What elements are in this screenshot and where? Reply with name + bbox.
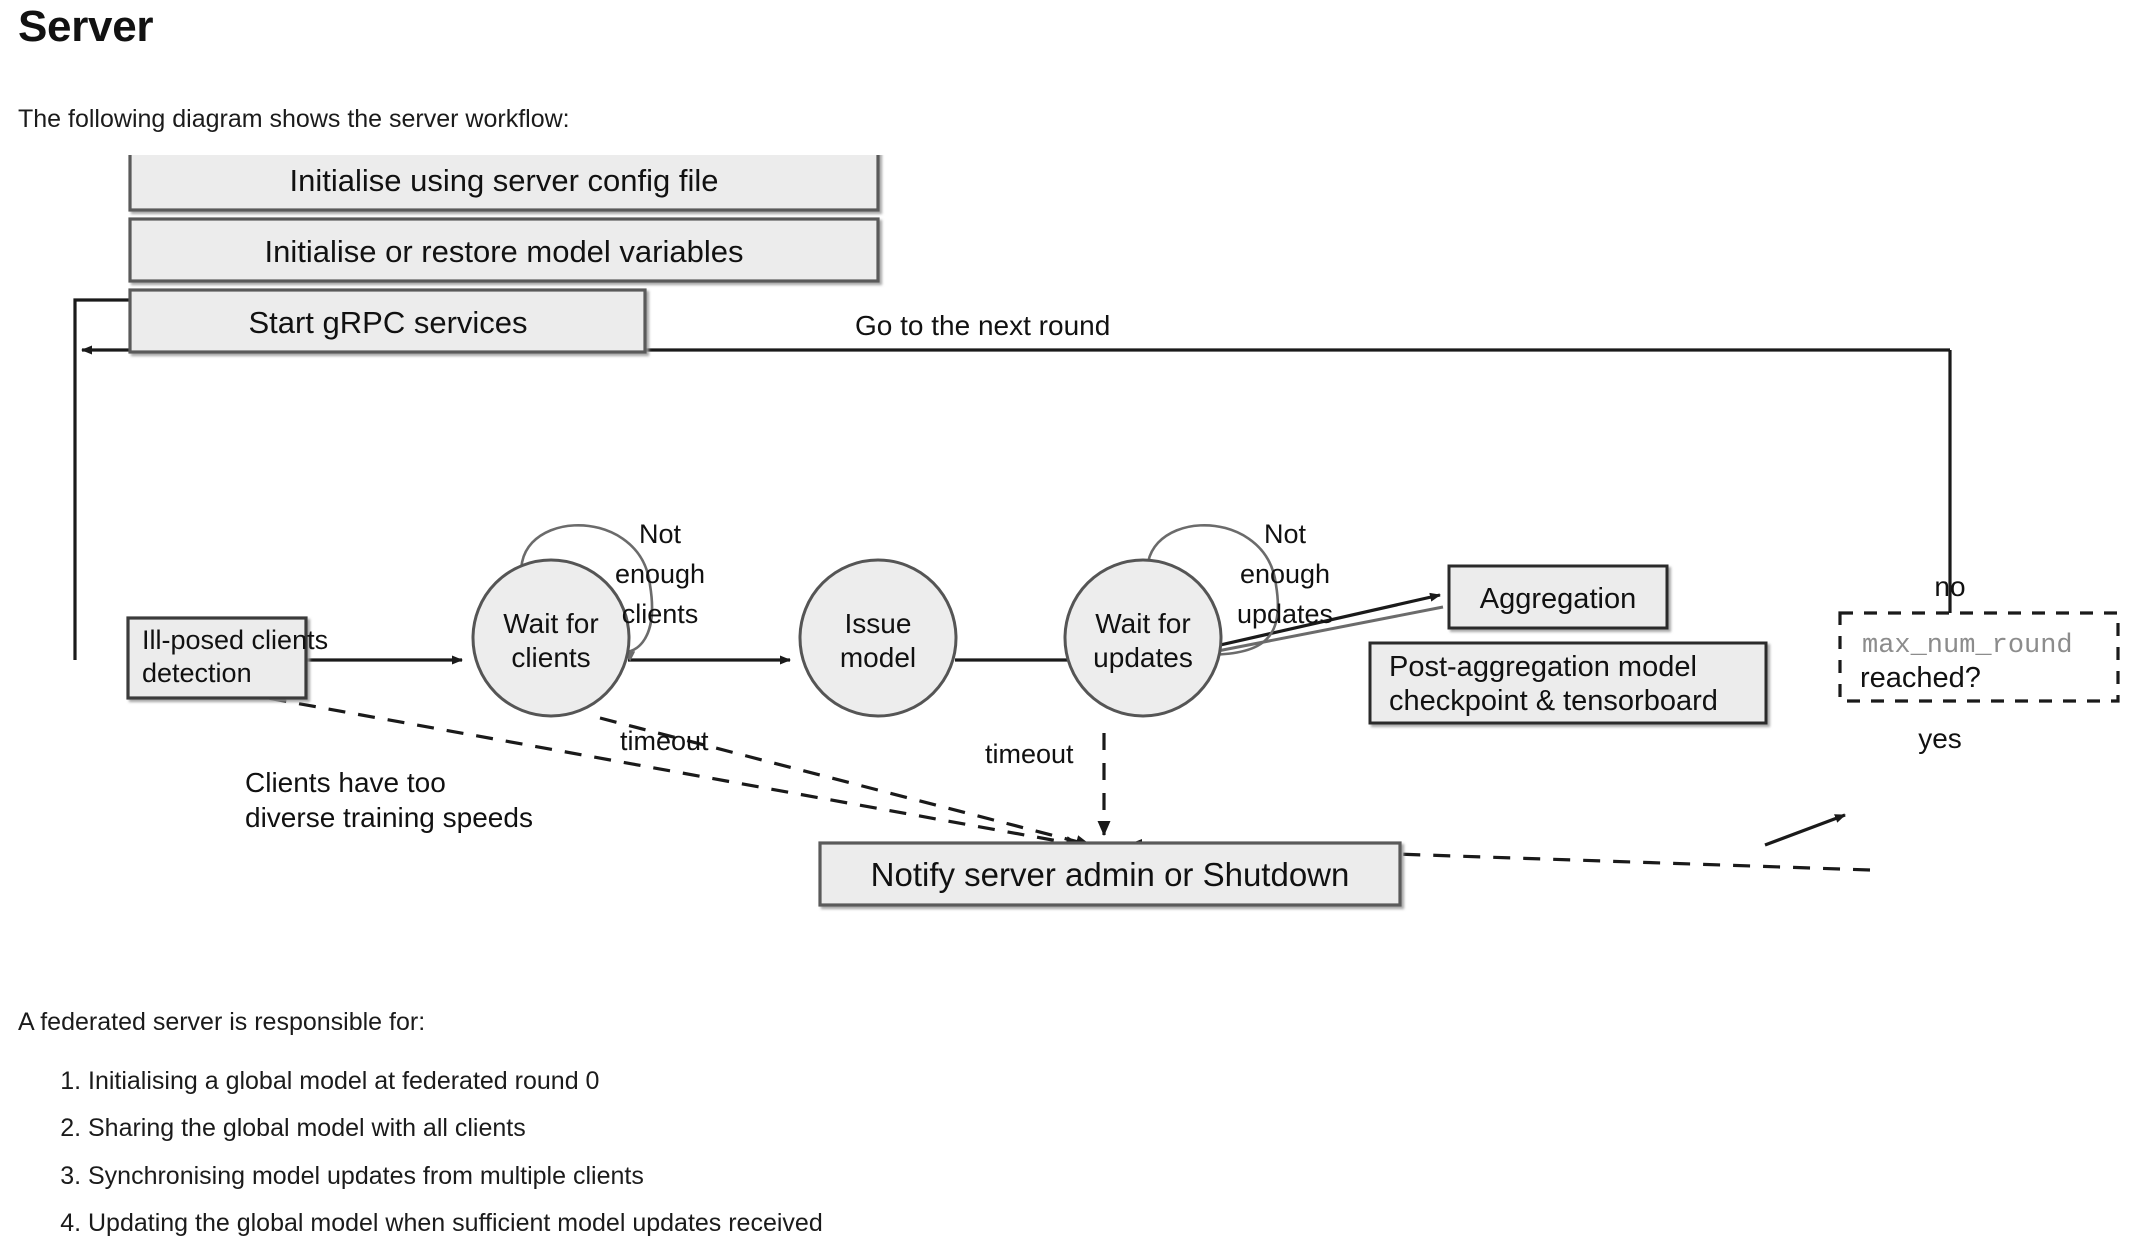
label-go-to-next-round: Go to the next round bbox=[855, 310, 1110, 341]
circle-wait-for-clients[interactable]: Wait for clients bbox=[471, 558, 631, 718]
label-branch-no: no bbox=[1934, 571, 1965, 602]
circle-issue-model[interactable]: Issue model bbox=[798, 558, 958, 718]
circle-wait-for-clients-line2: clients bbox=[511, 642, 590, 673]
box-notify-shutdown-label: Notify server admin or Shutdown bbox=[871, 856, 1350, 893]
decision-max-num-round[interactable]: max_num_round reached? bbox=[1838, 611, 2120, 703]
decision-code-label: max_num_round bbox=[1862, 631, 2073, 661]
box-init-restore-label: Initialise or restore model variables bbox=[265, 234, 744, 269]
label-not-enough-clients-line3: clients bbox=[622, 599, 699, 629]
circle-wait-for-updates-line1: Wait for bbox=[1095, 608, 1190, 639]
edge-left-rail bbox=[73, 298, 130, 660]
label-not-enough-updates-line1: Not bbox=[1264, 519, 1307, 549]
box-init-config[interactable]: Initialise using server config file bbox=[128, 155, 880, 212]
box-aggregation[interactable]: Aggregation bbox=[1447, 564, 1669, 630]
loop-not-enough-updates bbox=[1146, 524, 1280, 661]
box-ill-posed-line1: Ill-posed clients bbox=[142, 625, 328, 655]
box-ill-posed-line2: detection bbox=[142, 658, 252, 688]
label-branch-yes: yes bbox=[1918, 723, 1962, 754]
edge-labels: Go to the next round Not enough clients … bbox=[245, 310, 1966, 833]
intro-paragraph: The following diagram shows the server w… bbox=[18, 105, 570, 133]
dashed-failure-edges bbox=[239, 691, 1871, 872]
process-boxes: Initialise using server config file Init… bbox=[126, 155, 1768, 907]
responsibilities-list: Initialising a global model at federated… bbox=[40, 1068, 823, 1257]
edge-waitupdates-to-aggregation bbox=[1184, 592, 1441, 655]
box-init-restore[interactable]: Initialise or restore model variables bbox=[128, 217, 880, 283]
box-notify-shutdown[interactable]: Notify server admin or Shutdown bbox=[818, 841, 1402, 907]
label-not-enough-clients-line2: enough bbox=[615, 559, 705, 589]
box-post-aggregation[interactable]: Post-aggregation model checkpoint & tens… bbox=[1368, 641, 1768, 725]
page-title: Server bbox=[18, 2, 154, 51]
box-start-grpc-label: Start gRPC services bbox=[248, 305, 527, 340]
outro-paragraph: A federated server is responsible for: bbox=[18, 1008, 426, 1036]
box-post-aggregation-line2: checkpoint & tensorboard bbox=[1389, 685, 1718, 717]
state-circles: Wait for clients Issue model Wait for up… bbox=[471, 558, 1223, 718]
server-workflow-diagram: Initialise using server config file Init… bbox=[0, 155, 2134, 955]
list-item: Synchronising model updates from multipl… bbox=[88, 1162, 823, 1189]
list-item: Initialising a global model at federated… bbox=[88, 1068, 823, 1095]
circle-issue-model-line1: Issue bbox=[845, 608, 912, 639]
edge-postagg-to-decision bbox=[1764, 813, 1846, 847]
edge-aggregation-back-to-waitupdates bbox=[1191, 605, 1444, 660]
circle-wait-for-updates[interactable]: Wait for updates bbox=[1063, 558, 1223, 718]
loop-not-enough-clients bbox=[520, 524, 654, 662]
edge-decision-yes-to-notify bbox=[1127, 838, 1871, 872]
label-timeout-clients: timeout bbox=[620, 726, 709, 756]
self-loops bbox=[520, 524, 1280, 662]
label-not-enough-updates-line2: enough bbox=[1240, 559, 1330, 589]
box-init-config-label: Initialise using server config file bbox=[289, 163, 718, 198]
label-not-enough-updates-line3: updates bbox=[1237, 599, 1333, 629]
box-aggregation-label: Aggregation bbox=[1480, 583, 1636, 615]
circle-wait-for-clients-line1: Wait for bbox=[503, 608, 598, 639]
edge-illposed-diverse-speeds bbox=[239, 691, 1081, 849]
list-item: Updating the global model when sufficien… bbox=[88, 1209, 823, 1236]
edge-waitclients-timeout bbox=[599, 716, 1091, 848]
circle-wait-for-updates-line2: updates bbox=[1093, 642, 1193, 673]
label-diverse-speeds-line1: Clients have too bbox=[245, 767, 446, 798]
label-timeout-updates: timeout bbox=[985, 739, 1074, 769]
box-post-aggregation-line1: Post-aggregation model bbox=[1389, 651, 1697, 683]
label-not-enough-clients-line1: Not bbox=[639, 519, 682, 549]
decision-question-label: reached? bbox=[1860, 662, 1981, 694]
circle-issue-model-line2: model bbox=[840, 642, 916, 673]
box-ill-posed-detection[interactable]: Ill-posed clients detection bbox=[126, 616, 328, 700]
list-item: Sharing the global model with all client… bbox=[88, 1115, 823, 1142]
label-diverse-speeds-line2: diverse training speeds bbox=[245, 802, 533, 833]
box-start-grpc[interactable]: Start gRPC services bbox=[128, 288, 647, 354]
